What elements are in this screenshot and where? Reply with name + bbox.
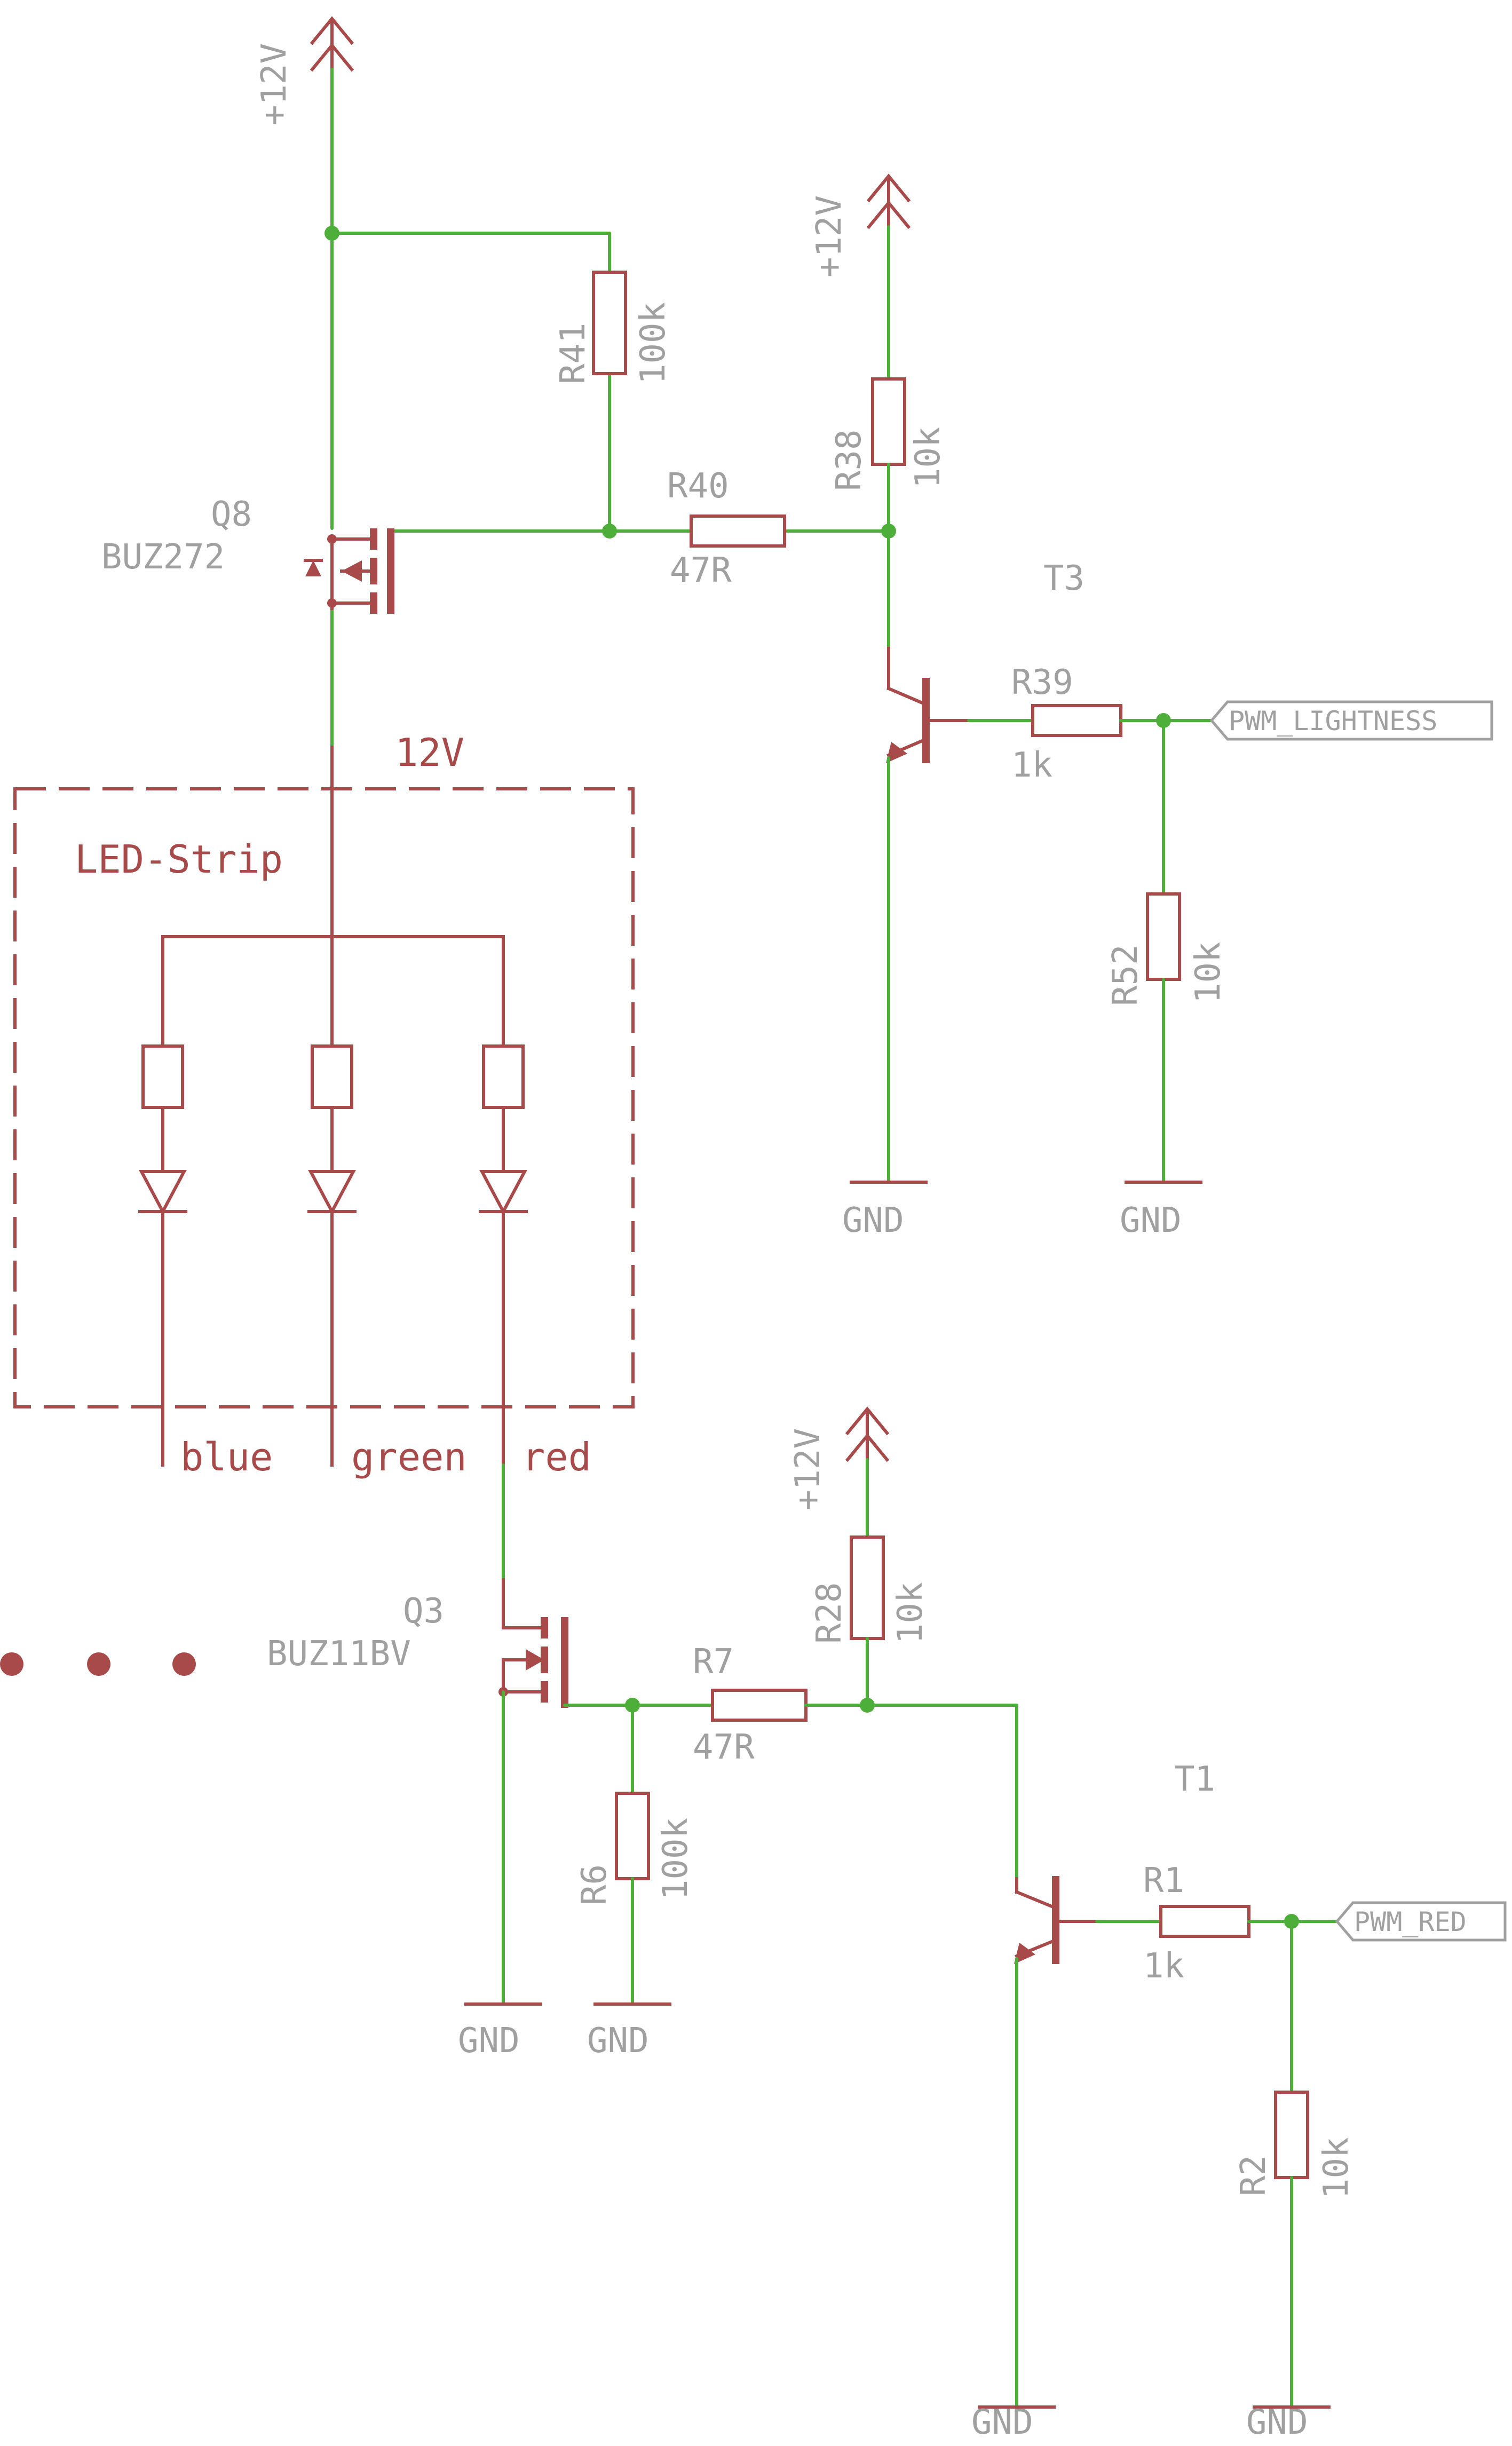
r41-value: 100k	[634, 302, 673, 384]
transistor-t1	[1014, 1876, 1098, 1964]
r40-name: R40	[667, 466, 729, 506]
resistor-r2	[1274, 2091, 1309, 2179]
supply-symbol-q8	[310, 16, 354, 72]
r2-name: R2	[1234, 2155, 1273, 2196]
r7-value: 47R	[693, 1728, 755, 1767]
ground-label: GND	[587, 2021, 649, 2061]
channel-label-red: red	[522, 1435, 591, 1479]
mosfet-q8	[304, 528, 394, 614]
t1-name: T1	[1174, 1760, 1215, 1799]
r7-name: R7	[693, 1642, 734, 1682]
r2-value: 10k	[1317, 2137, 1356, 2199]
resistor-r28	[850, 1535, 885, 1640]
strip-voltage: 12V	[395, 730, 464, 775]
q3-name: Q3	[403, 1592, 444, 1631]
resistor-r6	[615, 1792, 650, 1880]
led-strip-frame	[13, 787, 635, 1408]
transistor-t3	[886, 647, 970, 763]
r39-value: 1k	[1011, 746, 1052, 785]
t3-name: T3	[1043, 559, 1084, 598]
r52-name: R52	[1106, 944, 1145, 1006]
mosfet-q3	[498, 1578, 568, 1708]
r6-name: R6	[575, 1864, 614, 1905]
r38-value: 10k	[908, 426, 948, 488]
resistor-r38	[871, 377, 906, 466]
r52-value: 10k	[1189, 941, 1228, 1003]
r28-value: 10k	[891, 1582, 930, 1644]
resistor-r41	[592, 271, 627, 375]
supply-symbol-r28	[845, 1406, 890, 1462]
q8-name: Q8	[211, 495, 252, 534]
supply-label: +12V	[255, 43, 294, 125]
channel-label-green: green	[351, 1435, 467, 1479]
ground-label: GND	[1120, 1201, 1182, 1240]
r39-name: R39	[1011, 663, 1073, 702]
r40-value: 47R	[670, 551, 732, 590]
resistor-r40	[690, 514, 786, 548]
resistor-r52	[1146, 892, 1181, 981]
r1-value: 1k	[1143, 1946, 1184, 1986]
r38-name: R38	[829, 429, 869, 491]
q8-value: BUZ272	[101, 537, 225, 577]
port-pwm-red	[1335, 1901, 1507, 1942]
supply-label: +12V	[810, 195, 849, 278]
port-pwm-lightness-label: PWM_LIGHTNESS	[1229, 706, 1437, 737]
r41-name: R41	[553, 322, 593, 384]
junction	[602, 524, 617, 539]
supply-label: +12V	[788, 1428, 828, 1510]
r1-name: R1	[1143, 1861, 1184, 1901]
resistor-r39	[1031, 704, 1122, 737]
resistor-r7	[711, 1689, 808, 1722]
r6-value: 100k	[656, 1818, 695, 1900]
strip-title: LED-Strip	[75, 837, 283, 882]
led-strip-internals	[138, 746, 528, 1467]
channel-label-blue: blue	[180, 1435, 273, 1479]
q3-value: BUZ11BV	[267, 1634, 411, 1674]
wire	[330, 68, 890, 749]
port-pwm-red-label: PWM_RED	[1354, 1906, 1467, 1937]
ellipsis-dots	[0, 1652, 196, 1676]
ground-label: GND	[458, 2021, 520, 2061]
supply-symbol-r38	[866, 173, 911, 229]
resistor-r1	[1159, 1905, 1250, 1938]
ground-label: GND	[971, 2403, 1033, 2442]
r28-name: R28	[810, 1582, 849, 1644]
ground-label: GND	[1246, 2403, 1308, 2442]
port-pwm-lightness	[1209, 700, 1493, 741]
ground-label: GND	[842, 1201, 904, 1240]
junction	[324, 226, 339, 241]
wire	[866, 1704, 1018, 1880]
